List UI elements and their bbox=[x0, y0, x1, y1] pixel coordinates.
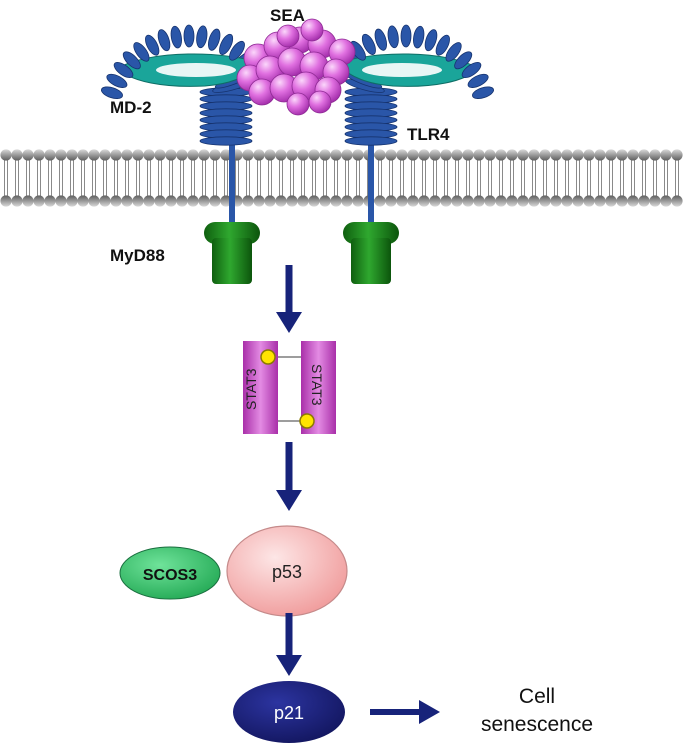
cell-senescence-outcome: Cell senescence bbox=[481, 685, 593, 736]
phosphate-dot-left bbox=[260, 349, 276, 365]
scos3-label: SCOS3 bbox=[143, 567, 197, 584]
sea-label: SEA bbox=[270, 6, 305, 25]
p53-protein: p53 bbox=[226, 525, 348, 617]
tlr4-receptor-left bbox=[229, 128, 235, 238]
cell-membrane bbox=[0, 149, 685, 207]
arrow-p53-to-p21 bbox=[276, 613, 302, 676]
myd88-adaptor-right bbox=[343, 222, 399, 284]
phosphate-dot-right bbox=[299, 413, 315, 429]
tlr4-label: TLR4 bbox=[407, 125, 450, 144]
tlr4-receptor-right bbox=[368, 128, 374, 238]
stat3-monomer-left: STAT3 bbox=[243, 341, 278, 434]
outcome-line2: senescence bbox=[481, 713, 593, 736]
arrow-p21-to-senescence bbox=[370, 700, 440, 724]
stat3-left-label: STAT3 bbox=[243, 368, 259, 410]
scos3-protein: SCOS3 bbox=[119, 546, 221, 600]
stat3-right-label: STAT3 bbox=[309, 364, 325, 406]
md2-protein-right bbox=[335, 53, 479, 87]
sea-molecule-cluster bbox=[236, 18, 356, 116]
arrow-stat3-to-p53 bbox=[276, 442, 302, 511]
p53-label: p53 bbox=[272, 562, 302, 582]
arrow-myd88-to-stat3 bbox=[276, 265, 302, 333]
myd88-label: MyD88 bbox=[110, 246, 165, 265]
stat3-monomer-right: STAT3 bbox=[299, 341, 336, 434]
p21-protein: p21 bbox=[233, 681, 345, 743]
outcome-line1: Cell bbox=[519, 685, 555, 708]
md2-label: MD-2 bbox=[110, 98, 152, 117]
md2-protein-left bbox=[117, 53, 263, 87]
stat3-dimer: STAT3 STAT3 bbox=[243, 341, 336, 434]
myd88-adaptor-left bbox=[204, 222, 260, 284]
p21-label: p21 bbox=[274, 703, 304, 723]
tlr4-lrr-arch bbox=[101, 24, 494, 99]
